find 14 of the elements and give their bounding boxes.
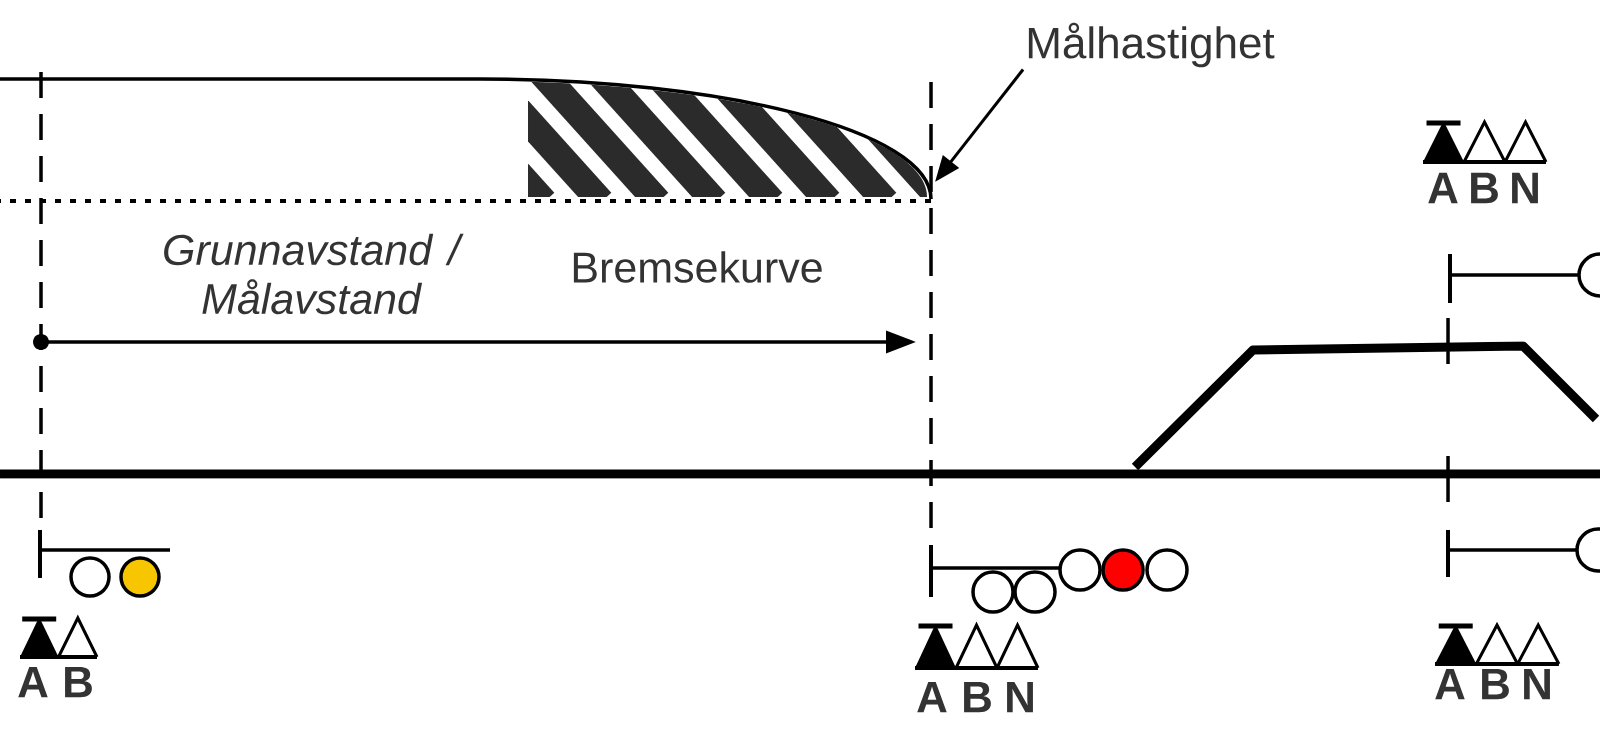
callout-text: Målhastighet — [1028, 22, 1275, 68]
letter-label: A — [1435, 668, 1465, 700]
letter-label: B — [1482, 668, 1509, 700]
letter-label: N — [1524, 668, 1550, 700]
speed-curve — [0, 77, 933, 200]
letter-label: A — [917, 681, 947, 713]
letter-label: A — [18, 666, 48, 698]
text-label: Bremsekurve — [573, 251, 822, 283]
letter-label: B — [964, 681, 991, 713]
letter-label: A — [1428, 172, 1458, 204]
letter-label: B — [65, 666, 92, 698]
letter-label: N — [1007, 681, 1033, 713]
letter-label: N — [1512, 172, 1538, 204]
letter-label: B — [1471, 172, 1498, 204]
